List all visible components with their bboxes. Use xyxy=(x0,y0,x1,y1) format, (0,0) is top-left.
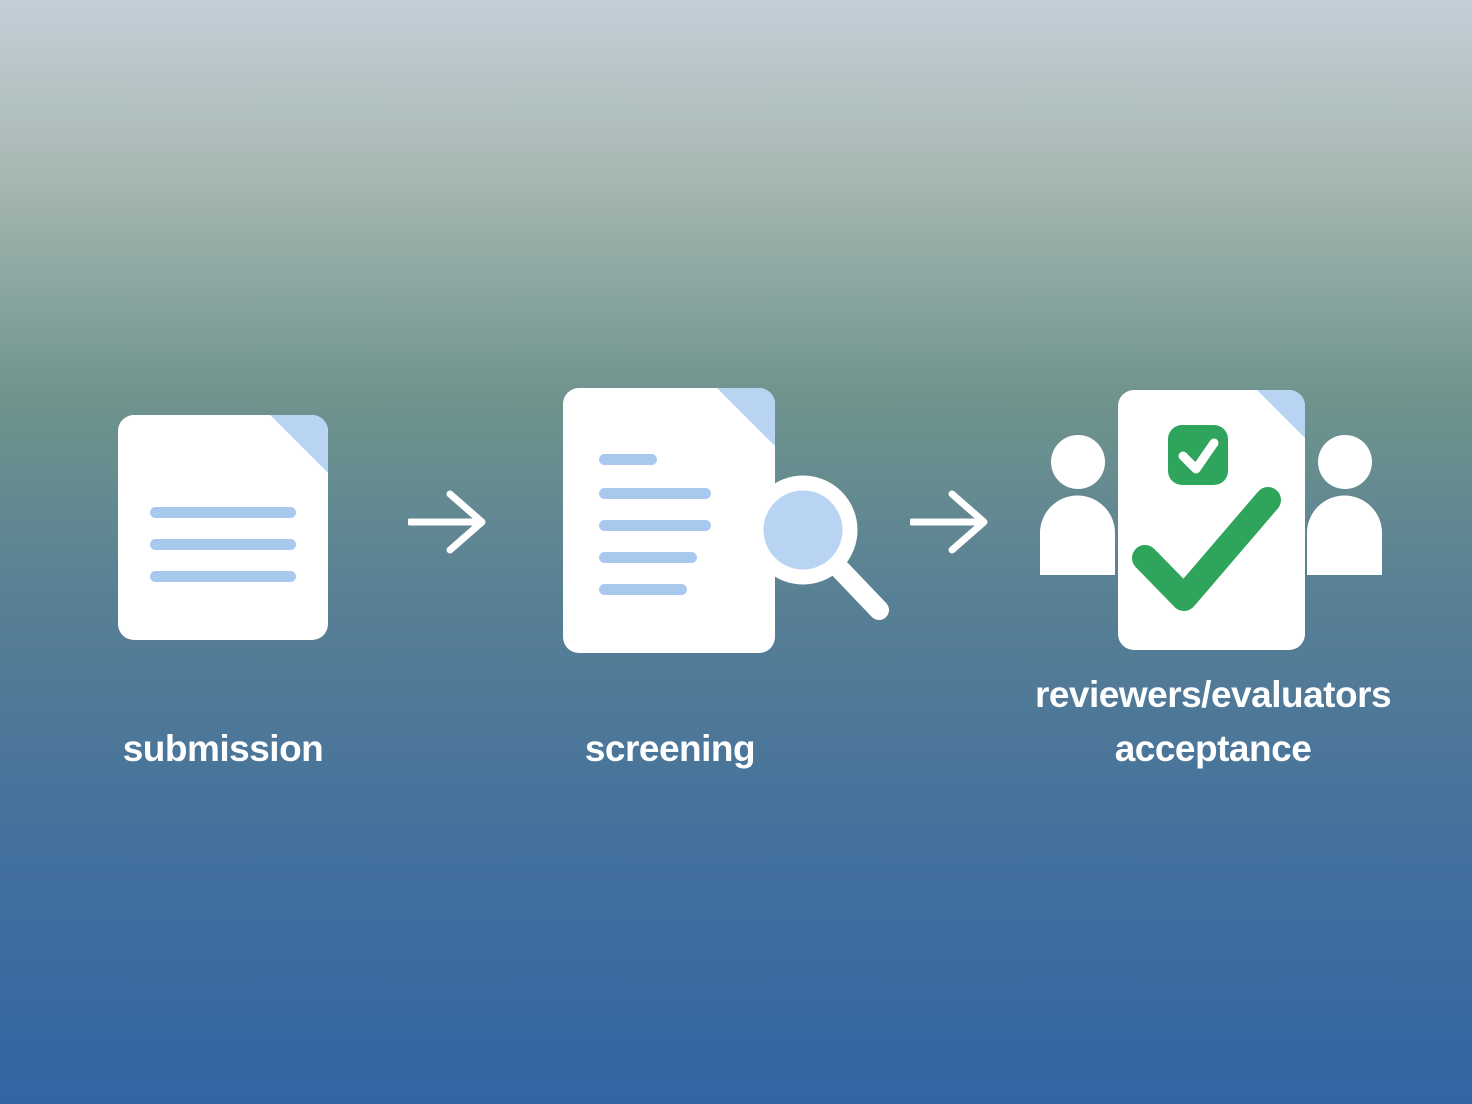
step-label-line1: reviewers/evaluators xyxy=(1034,674,1392,715)
document-magnifier-icon xyxy=(563,388,889,653)
step-label-submission: submission xyxy=(122,728,324,769)
step-label-acceptance: reviewers/evaluators acceptance xyxy=(990,668,1436,776)
checkmark-icon xyxy=(1132,487,1281,611)
document-icon xyxy=(118,415,328,640)
checkbox-icon xyxy=(1168,425,1228,485)
step-label-line2: acceptance xyxy=(1114,728,1312,769)
arrow-right-icon xyxy=(910,490,988,554)
step-label-screening: screening xyxy=(584,728,756,769)
arrow-right-icon xyxy=(408,490,486,554)
reviewers-approval-icon xyxy=(1040,390,1382,650)
person-icon xyxy=(1318,435,1372,489)
person-icon xyxy=(1051,435,1105,489)
